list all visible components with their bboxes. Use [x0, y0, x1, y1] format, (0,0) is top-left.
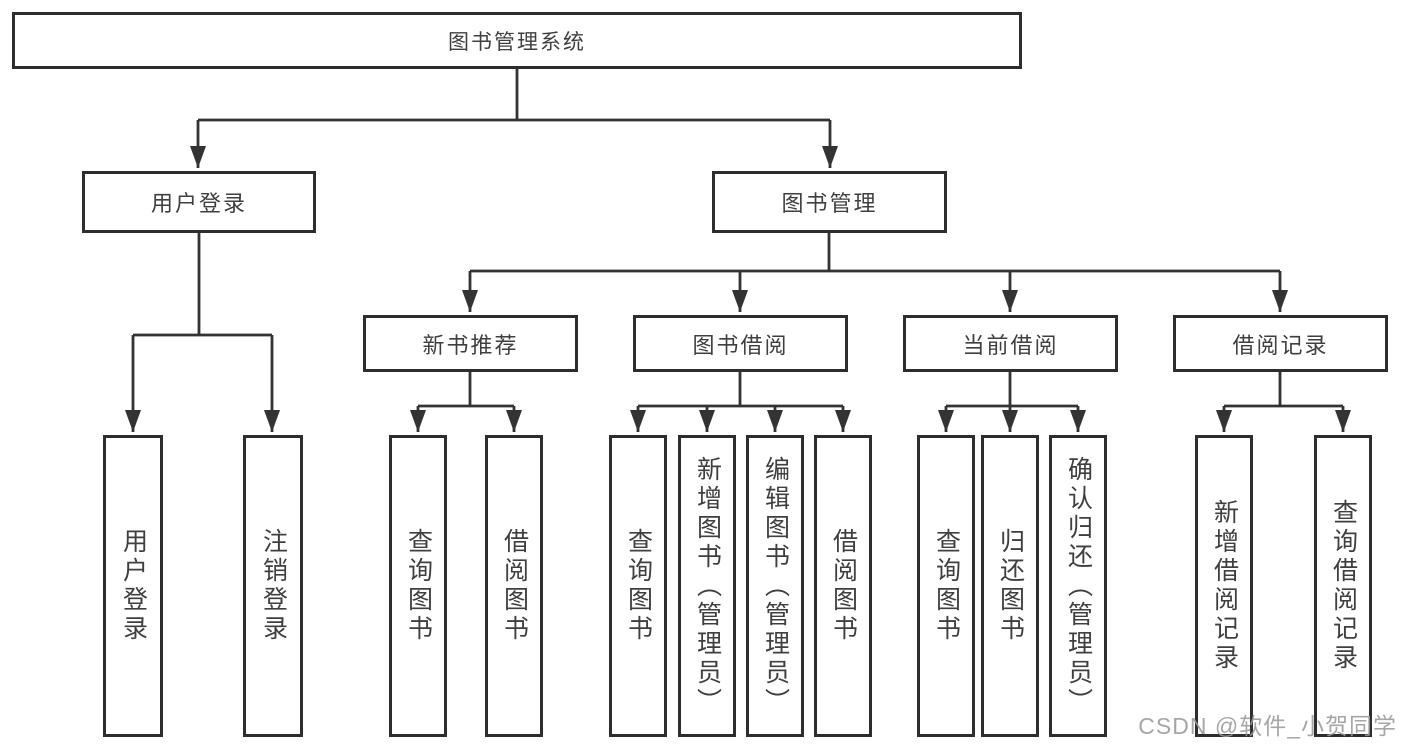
leaf-logout: 注销登录: [243, 435, 303, 737]
node-current-borrowing: 当前借阅: [903, 315, 1118, 372]
leaf-return-books: 归还图书: [981, 435, 1039, 737]
node-label: 借阅图书: [829, 528, 858, 644]
node-label: 新增借阅记录: [1210, 499, 1239, 673]
node-label: 查询图书: [624, 528, 653, 644]
node-borrowing-records: 借阅记录: [1173, 315, 1388, 372]
node-label: 借阅图书: [500, 528, 529, 644]
node-book-borrowing: 图书借阅: [633, 315, 848, 372]
leaf-user-login: 用户登录: [103, 435, 163, 737]
node-user-login: 用户登录: [82, 171, 316, 233]
node-label: 用户登录: [150, 191, 247, 216]
node-label: 新书推荐: [422, 332, 519, 358]
leaf-add-books-admin: 新增图书（管理员）: [678, 435, 736, 737]
node-label: 图书管理系统: [448, 30, 586, 54]
leaf-query-borrow-record: 查询借阅记录: [1314, 435, 1372, 737]
node-book-management: 图书管理: [712, 171, 947, 233]
node-label: 查询图书: [932, 528, 961, 644]
leaf-borrow-books-borrowing: 借阅图书: [814, 435, 872, 737]
leaf-add-borrow-record: 新增借阅记录: [1195, 435, 1253, 737]
leaf-confirm-return-admin: 确认归还（管理员）: [1049, 435, 1107, 737]
node-label: 当前借阅: [962, 332, 1059, 358]
leaf-query-books-current: 查询图书: [917, 435, 975, 737]
leaf-borrow-books-recommend: 借阅图书: [485, 435, 543, 737]
leaf-edit-books-admin: 编辑图书（管理员）: [746, 435, 804, 737]
leaf-query-books-recommend: 查询图书: [389, 435, 447, 737]
node-label: 借阅记录: [1232, 332, 1329, 358]
node-label: 图书借阅: [692, 332, 789, 358]
node-label: 查询图书: [404, 528, 433, 644]
node-label: 查询借阅记录: [1329, 499, 1358, 673]
node-label: 用户登录: [119, 528, 148, 644]
node-new-book-recommendation: 新书推荐: [363, 315, 578, 372]
csdn-watermark: CSDN @软件_小贺同学: [1138, 713, 1397, 739]
node-label: 确认归还（管理员）: [1064, 455, 1093, 717]
node-label: 新增图书（管理员）: [693, 455, 722, 717]
node-label: 归还图书: [996, 528, 1025, 644]
node-library-management-system: 图书管理系统: [12, 12, 1022, 69]
node-label: 编辑图书（管理员）: [761, 455, 790, 717]
node-label: 图书管理: [781, 191, 878, 216]
leaf-query-books-borrowing: 查询图书: [609, 435, 667, 737]
node-label: 注销登录: [259, 528, 288, 644]
